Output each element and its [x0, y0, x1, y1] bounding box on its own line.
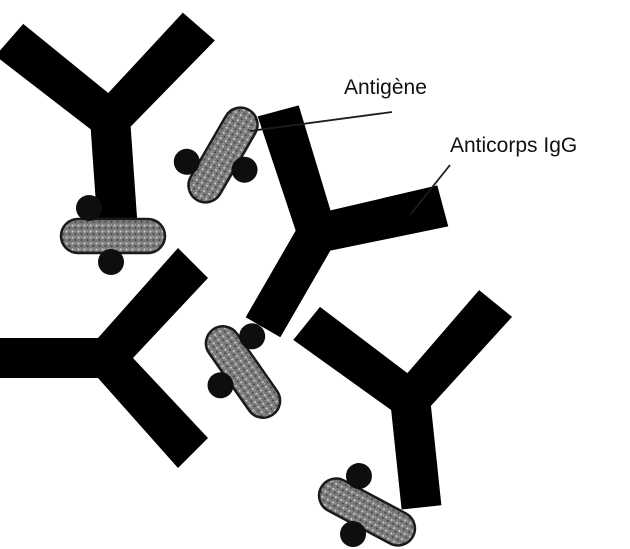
antibody-leader-line — [409, 164, 451, 216]
antibody-3 — [0, 248, 208, 468]
antigen-molecule-3 — [179, 304, 308, 439]
antibody-1 — [0, 10, 228, 236]
antigen-label: Antigène — [344, 76, 427, 99]
antigen-molecule-1 — [160, 88, 285, 221]
antigen-leader-line — [249, 111, 393, 132]
antibody-label: Anticorps IgG — [450, 134, 577, 157]
